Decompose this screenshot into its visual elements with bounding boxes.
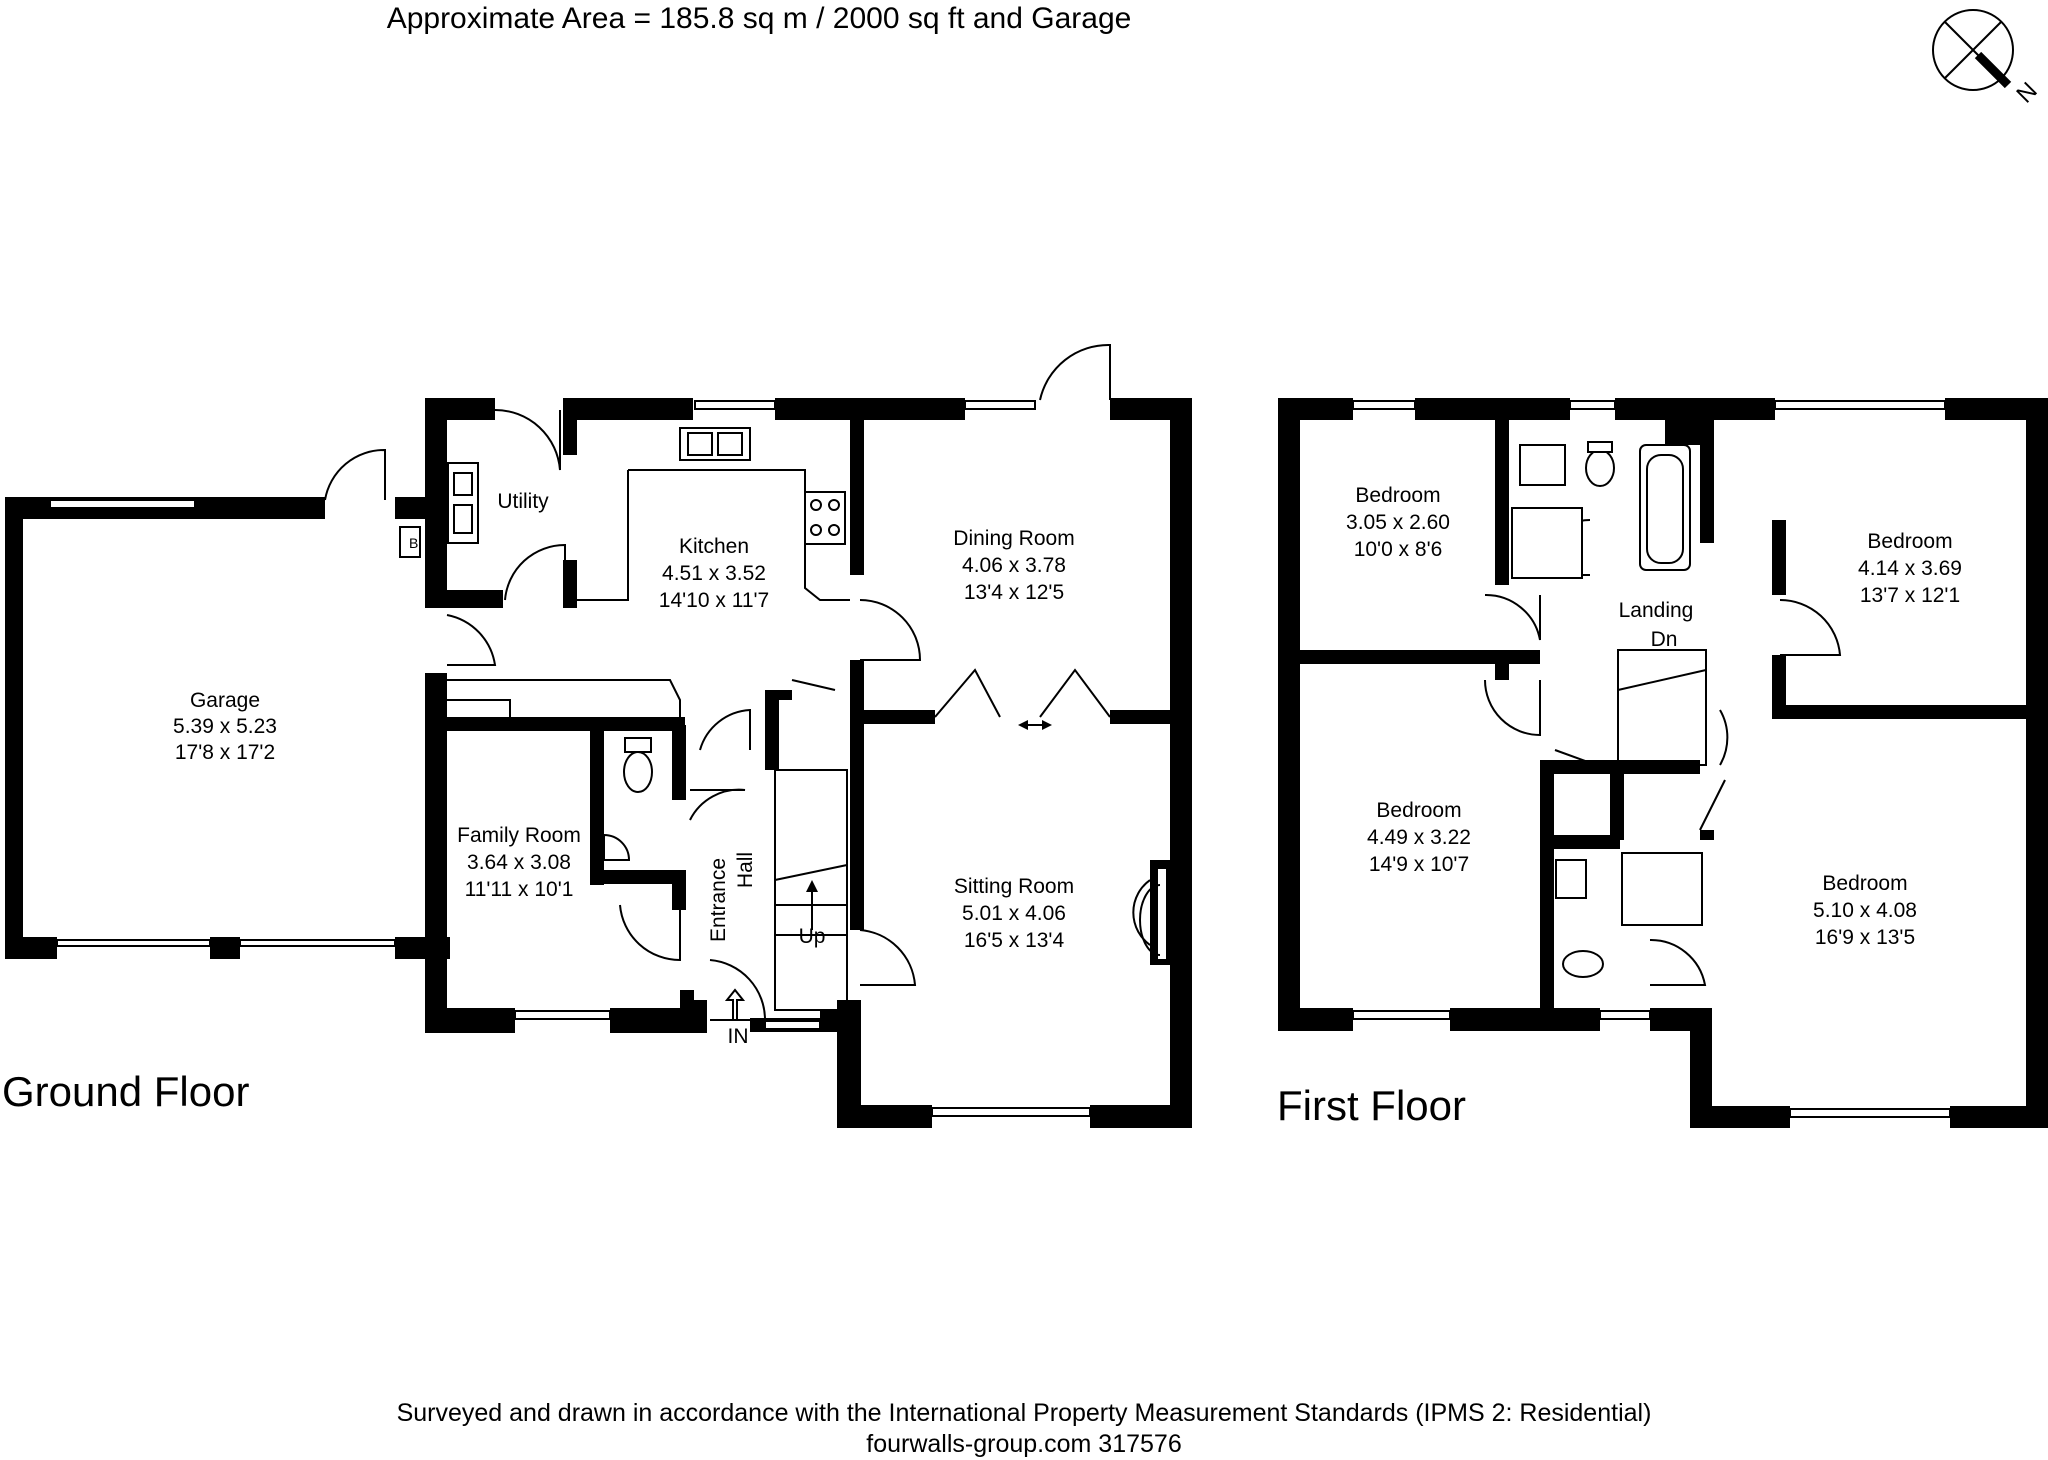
dining-name: Dining Room: [953, 527, 1074, 550]
dining-imperial: 13'4 x 12'5: [964, 581, 1064, 604]
kitchen-name: Kitchen: [679, 535, 749, 558]
toilet-icon: [623, 751, 653, 793]
stairs-down-label: Dn: [1651, 628, 1678, 651]
bed1-metric: 3.05 x 2.60: [1346, 511, 1450, 534]
hall-name-line2: Hall: [734, 852, 757, 888]
ground-floor-labels: Garage 5.39 x 5.23 17'8 x 17'2 Utility B…: [173, 490, 1075, 1048]
first-floor-windows: [1352, 400, 1951, 1118]
toilet-icon-2: [1585, 449, 1615, 487]
ground-floor-fixtures: [399, 427, 1161, 1020]
dining-metric: 4.06 x 3.78: [962, 554, 1066, 577]
stairs-up-label: Up: [799, 925, 826, 948]
shower-icon: [1511, 507, 1583, 579]
area-text: Approximate Area = 185.8 sq m / 2000 sq …: [386, 2, 1132, 35]
footer: Surveyed and drawn in accordance with th…: [0, 1398, 2048, 1460]
basin-icon-2: [1519, 444, 1566, 486]
basin-icon: [603, 833, 631, 861]
utility-name: Utility: [497, 490, 549, 513]
boiler-box: [399, 526, 421, 558]
bed4-metric: 5.10 x 4.08: [1813, 899, 1917, 922]
family-imperial: 11'11 x 10'1: [465, 878, 574, 901]
bed1-name: Bedroom: [1355, 484, 1440, 507]
footer-reference-text: fourwalls-group.com 317576: [866, 1430, 1182, 1458]
toilet-icon-3: [1562, 950, 1604, 978]
garage-name: Garage: [190, 689, 260, 712]
garage-metric: 5.39 x 5.23: [173, 715, 277, 738]
bed3-imperial: 14'9 x 10'7: [1369, 853, 1469, 876]
family-name: Family Room: [457, 824, 581, 847]
stairs-down-icon: [1617, 649, 1707, 766]
compass-icon: N: [1932, 9, 2043, 108]
ground-floor-label: Ground Floor: [2, 1068, 250, 1115]
sitting-metric: 5.01 x 4.06: [962, 902, 1066, 925]
bed2-name: Bedroom: [1867, 530, 1952, 553]
sitting-name: Sitting Room: [954, 875, 1074, 898]
kitchen-imperial: 14'10 x 11'7: [659, 589, 769, 612]
sitting-imperial: 16'5 x 13'4: [964, 929, 1065, 952]
stairs-up-icon: [774, 769, 848, 1011]
bed1-imperial: 10'0 x 8'6: [1354, 538, 1443, 561]
landing-name: Landing: [1619, 599, 1694, 622]
family-metric: 3.64 x 3.08: [467, 851, 571, 874]
kitchen-metric: 4.51 x 3.52: [662, 562, 766, 585]
first-floor-fixtures: [1511, 441, 1707, 978]
bed3-metric: 4.49 x 3.22: [1367, 826, 1471, 849]
footer-standards-text: Surveyed and drawn in accordance with th…: [396, 1399, 1652, 1427]
hall-name-line1: Entrance: [707, 858, 730, 942]
first-floor-walls: [1278, 398, 2048, 1128]
entry-label: IN: [728, 1025, 749, 1048]
ground-floor-windows: [49, 400, 1168, 1117]
boiler-label: B: [409, 535, 418, 551]
bed3-name: Bedroom: [1376, 799, 1461, 822]
bed2-imperial: 13'7 x 12'1: [1860, 584, 1960, 607]
shower-icon-2: [1621, 852, 1703, 926]
ground-floor-doors: [324, 343, 1151, 1021]
bed2-metric: 4.14 x 3.69: [1858, 557, 1962, 580]
bed4-imperial: 16'9 x 13'5: [1815, 926, 1915, 949]
first-floor-labels: Bedroom 3.05 x 2.60 10'0 x 8'6 Bedroom 4…: [1346, 484, 1962, 949]
bed4-name: Bedroom: [1822, 872, 1907, 895]
basin-icon-3: [1555, 859, 1587, 899]
hob-icon: [804, 491, 846, 545]
first-floor-label: First Floor: [1277, 1082, 1466, 1129]
area-header: Approximate Area = 185.8 sq m / 2000 sq …: [0, 2, 2048, 36]
compass-north-letter: N: [2011, 77, 2042, 108]
garage-imperial: 17'8 x 17'2: [175, 741, 275, 764]
first-floor-doors: [1484, 518, 1842, 986]
